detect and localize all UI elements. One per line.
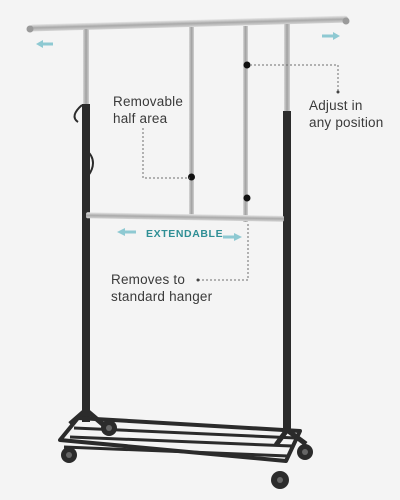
hook-lower bbox=[85, 149, 94, 177]
half-area-rod-right bbox=[243, 26, 248, 222]
callout-removable-half-area: Removable half area bbox=[113, 93, 183, 127]
callout-removes-to-standard: Removes to standard hanger bbox=[111, 271, 212, 305]
leader-adjust bbox=[250, 64, 339, 92]
rod-joint-3 bbox=[243, 194, 251, 202]
callout-adjust-line2: any position bbox=[309, 115, 384, 130]
arrow-left-icon bbox=[36, 40, 53, 48]
caster-wheel bbox=[101, 420, 117, 436]
callout-adjust-line1: Adjust in bbox=[309, 98, 363, 113]
rod-joint-1 bbox=[188, 173, 195, 181]
callout-removable-line1: Removable bbox=[113, 94, 184, 109]
leader-adjust-dot bbox=[336, 90, 340, 94]
rod-joint-2 bbox=[243, 61, 251, 69]
right-upright-dark bbox=[283, 111, 291, 429]
arrow-right-icon bbox=[322, 32, 340, 40]
extendable-label: EXTENDABLE bbox=[146, 228, 224, 240]
arrow-right-icon bbox=[223, 233, 242, 241]
shoe-rack-bar-3 bbox=[63, 445, 289, 458]
shoe-rack-bar-1 bbox=[69, 435, 293, 448]
caster-wheel bbox=[61, 447, 77, 463]
arrow-left-icon bbox=[117, 228, 136, 236]
leader-removes bbox=[198, 222, 249, 281]
top-rail bbox=[30, 15, 348, 32]
callout-removes-line1: Removes to bbox=[111, 272, 186, 287]
callout-removes-line2: standard hanger bbox=[111, 289, 213, 304]
left-upright-dark bbox=[82, 104, 90, 422]
caster-wheel bbox=[297, 444, 313, 460]
left-foot bbox=[68, 407, 108, 429]
top-rail-end-right bbox=[342, 17, 350, 25]
top-rail-end-left bbox=[26, 25, 34, 33]
half-area-rod-left bbox=[189, 27, 194, 219]
leader-removes-dot bbox=[196, 278, 200, 282]
callout-removable-line2: half area bbox=[113, 111, 168, 126]
caster-wheel bbox=[271, 471, 289, 489]
callout-adjust-position: Adjust in any position bbox=[309, 97, 383, 131]
hook bbox=[73, 104, 83, 123]
left-upright-chrome bbox=[83, 29, 89, 105]
right-upright-chrome bbox=[284, 24, 290, 112]
right-foot bbox=[273, 427, 308, 447]
leader-removable bbox=[142, 128, 190, 179]
middle-bar bbox=[85, 212, 285, 222]
